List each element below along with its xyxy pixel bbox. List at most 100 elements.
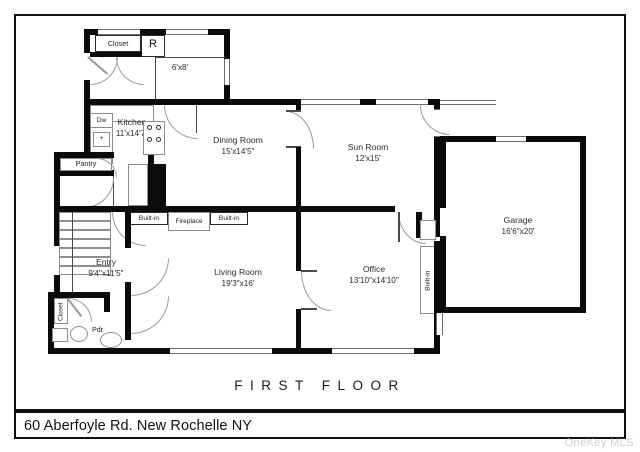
built-in-left-label: Built-in [138, 215, 160, 222]
wall-center-vert-c [296, 215, 301, 271]
wall-mid-horizontal-right2 [357, 206, 395, 212]
wall-mid-horizontal-right [301, 206, 357, 212]
stair-rail [72, 212, 73, 297]
range-burner-4 [156, 137, 161, 142]
wall-dining-top-left [160, 99, 230, 105]
window-bottom-office-2 [364, 348, 396, 354]
pdr-toilet [70, 326, 88, 342]
wall-top-mud-mid [140, 29, 166, 35]
wall-garage-left-lower [440, 236, 446, 313]
office-closet-stub [420, 220, 436, 240]
wall-pantry-left [54, 152, 60, 176]
wall-closet-bottom [90, 52, 142, 57]
wall-sun-top-a [360, 99, 376, 105]
garage-name-label: Garage [503, 215, 533, 225]
property-address-caption: 60 Aberfoyle Rd. New Rochelle NY [24, 418, 253, 434]
wall-mud-left-lower [84, 80, 90, 104]
door-jamb-dining-sun-top [286, 110, 301, 112]
wall-hall-left [54, 176, 60, 210]
kitchen-sink-mark: + [99, 135, 104, 142]
wall-mid-horizontal-left [125, 206, 167, 212]
plan-border-frame [14, 14, 626, 411]
wall-bottom-office-right [414, 348, 440, 354]
dishwasher-label: Dw [96, 117, 107, 124]
window-garage-entry-door-top [440, 100, 496, 105]
fireplace-label: Fireplace [175, 218, 203, 225]
wall-sun-right-mid [434, 137, 440, 203]
door-jamb-living-office-bot [301, 308, 317, 310]
stair-tread-4 [59, 239, 111, 248]
partition-kitchen-hall [113, 176, 114, 210]
refrigerator-label: R [149, 38, 157, 50]
office-dimension-label: 13'10"x14'10" [349, 276, 399, 285]
stair-tread-6 [59, 257, 111, 266]
stair-tread-3 [59, 230, 111, 239]
kitchen-name-label: Kitchen [117, 117, 147, 127]
window-garage-top [496, 136, 526, 142]
entry-dimension-label: 9'4"x11'5" [88, 269, 124, 278]
wall-pdr-left [48, 292, 54, 354]
entry-name-label: Entry [95, 257, 117, 267]
window-bottom-office-3 [396, 348, 414, 354]
powder-room-label: Pdr [92, 325, 104, 334]
sun-room-dimension-label: 12'x15' [355, 154, 381, 163]
pdr-tub [100, 332, 122, 348]
wall-sun-right-lower [434, 203, 440, 237]
window-dining-top [300, 99, 360, 105]
window-bottom-living-1 [170, 348, 204, 354]
pantry-label: Pantry [75, 159, 97, 168]
wall-garage-bottom [440, 307, 586, 313]
garage-dimension-label: 16'6"x20' [501, 227, 535, 236]
garage-door-opening [436, 313, 443, 335]
sun-room-name-label: Sun Room [347, 142, 389, 152]
wall-bottom-entry [110, 348, 130, 354]
window-top-mud [166, 29, 208, 35]
entry-closet-box [54, 298, 68, 324]
wall-living-left-upper [125, 212, 131, 248]
wall-garage-top-left [440, 136, 496, 142]
wall-garage-top-right [526, 136, 586, 142]
wall-pdr-top [54, 292, 110, 298]
closet-top-box [95, 35, 141, 52]
wall-mud-right-vert-lower [224, 85, 230, 103]
wall-pdr-right [104, 292, 110, 312]
wall-center-vert-a [296, 99, 301, 111]
window-sun-top [376, 99, 428, 105]
window-mud-right [224, 59, 230, 85]
fireplace-box [168, 212, 210, 231]
wall-living-left-lower [125, 282, 131, 340]
partition-mud-inner-v [155, 57, 156, 103]
wall-center-vert-b [296, 147, 301, 215]
closet-top-label: Closet [107, 39, 129, 48]
door-jamb-dining-sun-bot [286, 146, 301, 148]
range-burner-2 [156, 125, 161, 130]
door-jamb-living-office-top [301, 270, 317, 272]
caption-border-frame [14, 411, 626, 439]
built-in-right-box [210, 212, 248, 225]
living-room-name-label: Living Room [214, 267, 262, 277]
built-in-right-label: Built-in [218, 215, 240, 222]
wall-sun-right-upper [434, 99, 440, 109]
kitchen-sink [93, 132, 110, 147]
range-burner-1 [147, 125, 152, 130]
wall-center-vert-d [296, 309, 301, 351]
kitchen-dimension-label: 11'x14'7" [115, 129, 149, 138]
range-burner-3 [147, 137, 152, 142]
refrigerator-box [141, 35, 165, 57]
living-room-dimension-label: 19'3"x16' [221, 279, 255, 288]
wall-pantry-top [54, 152, 114, 158]
wall-bottom-living-b [272, 348, 332, 354]
wall-mud-right-vert-upper [224, 29, 230, 59]
watermark-label: OneKey MLS [564, 437, 634, 449]
wall-mud-left-vert [84, 29, 90, 53]
dining-room-name-label: Dining Room [213, 135, 263, 145]
window-bottom-living-3 [238, 348, 272, 354]
partition-dining-mud [196, 105, 197, 133]
wall-kitchen-left [84, 105, 90, 153]
stair-tread-2 [59, 221, 111, 230]
door-jamb-sun-office [398, 212, 400, 242]
wall-mud-bottom-left [84, 99, 160, 105]
wall-pantry-bottom [54, 170, 114, 176]
